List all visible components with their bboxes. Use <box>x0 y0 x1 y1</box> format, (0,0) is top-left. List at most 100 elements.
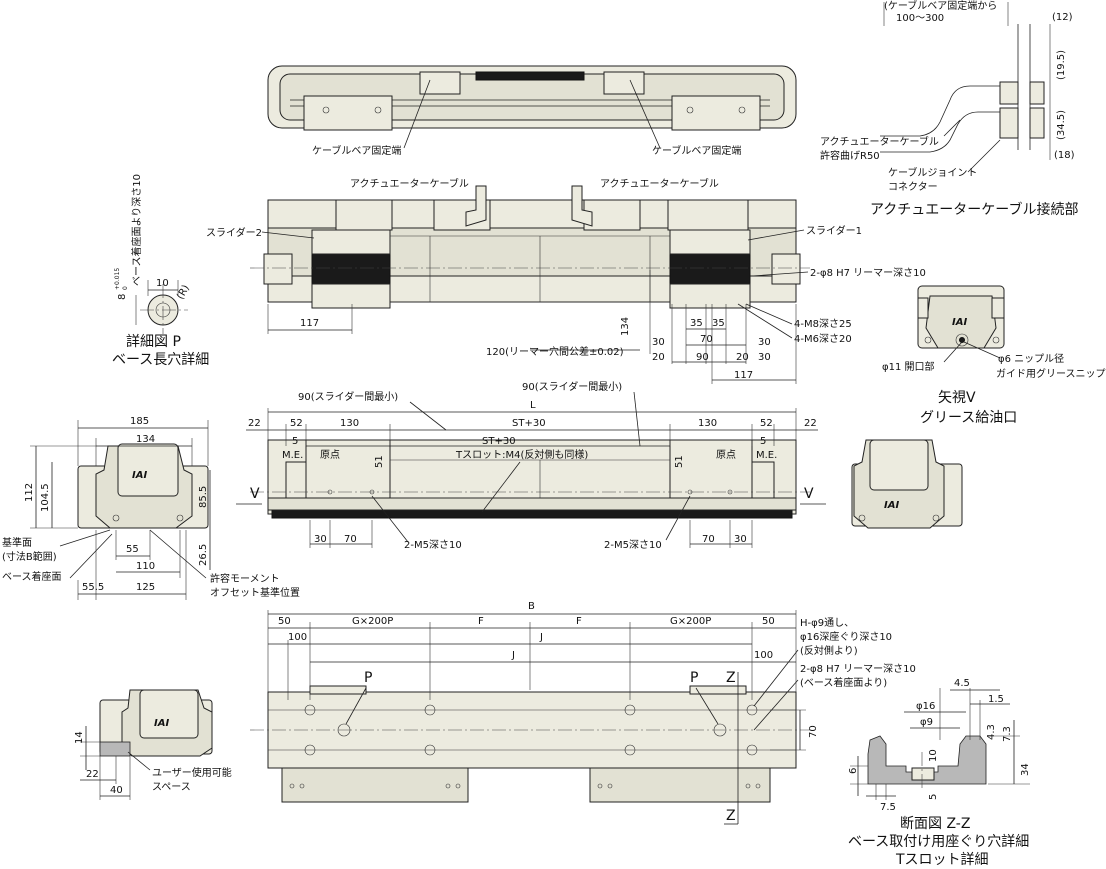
dim-130-left: 130 <box>340 418 359 429</box>
detail-p-tol-low: 0 <box>122 286 129 290</box>
connector-label: コネクター <box>888 181 938 193</box>
zz-d1-5: 1.5 <box>988 694 1004 705</box>
dim-90-plan: 90 <box>696 352 709 363</box>
zz-d6: 6 <box>848 768 859 774</box>
detail-p-d10: 10 <box>156 278 169 289</box>
view-v-title-1: 矢視V <box>938 390 976 406</box>
side-dim-85-5: 85.5 <box>198 486 209 508</box>
side-dim-104-5: 104.5 <box>40 483 51 512</box>
user-space-d40: 40 <box>110 785 123 796</box>
view-v-logo: IAI <box>952 317 967 328</box>
z-top: Z <box>726 670 736 686</box>
zz-d4-3: 4.3 <box>986 724 997 740</box>
detail-p-tol-main: 8 <box>117 294 128 300</box>
zz-d10: 10 <box>928 749 939 762</box>
dim-130-right: 130 <box>698 418 717 429</box>
ream-bottom-1: 2-φ8 H7 リーマー深さ10 <box>800 663 916 675</box>
from-fixed-end-label: (ケーブルベア固定端から <box>884 0 997 12</box>
user-space-d22: 22 <box>86 769 99 780</box>
zz-d7-5: 7.5 <box>880 802 896 813</box>
user-space-view: IAI ユーザー使用可能 スペース 14 22 40 <box>74 689 232 800</box>
z-bottom: Z <box>726 808 736 824</box>
bend-radius-label: 許容曲げR50 <box>820 149 880 162</box>
dim-gx200p-right: G×200P <box>670 616 711 627</box>
label-P-left: P <box>364 670 372 686</box>
cable-joint-label: ケーブルジョイント <box>888 166 977 179</box>
user-space-label-2: スペース <box>152 782 191 793</box>
dim-70-plan: 70 <box>700 334 713 345</box>
side-view-logo: IAI <box>132 470 147 481</box>
dim-B: B <box>528 601 535 612</box>
dim-gx200p-left: G×200P <box>352 616 393 627</box>
dim-30-bottom-right: 30 <box>734 534 747 545</box>
h9-label-2: φ16深座ぐり深さ10 <box>800 630 892 643</box>
zz-d7-3: 7.3 <box>1002 726 1013 742</box>
m5-right-label: 2-M5深さ10 <box>604 539 662 551</box>
slider-min-left: 90(スライダー間最小) <box>298 390 398 403</box>
zz-d5: 5 <box>928 794 939 800</box>
h9-label-3: (反対側より) <box>800 644 858 657</box>
dim-134-plan: 134 <box>620 317 631 336</box>
side-dim-55: 55 <box>126 544 139 555</box>
slider-1-label: スライダー1 <box>806 224 862 237</box>
top-view: ケーブルベア固定端 ケーブルベア固定端 <box>267 65 797 157</box>
from-fixed-end-range: 100～300 <box>896 13 944 24</box>
zz-d9: φ9 <box>920 717 933 728</box>
actuator-cable-label-right: アクチュエーターケーブル <box>600 177 719 190</box>
dim-70-bottom: 70 <box>808 725 819 738</box>
origin-right: 原点 <box>716 449 736 461</box>
detail-p-r: (R) <box>175 283 192 301</box>
side-dim-26-5: 26.5 <box>198 544 209 566</box>
dim-5-right: 5 <box>760 436 766 447</box>
dim-30-a: 30 <box>652 337 665 348</box>
dim-12: (12) <box>1052 12 1073 23</box>
dim-18: (18) <box>1054 150 1075 161</box>
v-arrow-left: V <box>250 486 260 502</box>
dim-22-left: 22 <box>248 418 261 429</box>
moment-label: 許容モーメント <box>210 572 280 585</box>
dim-30-b: 30 <box>758 337 771 348</box>
cable-bear-fixed-label-left: ケーブルベア固定端 <box>312 144 401 157</box>
m8-label: 4-M8深さ25 <box>794 318 852 330</box>
dim-5-left: 5 <box>292 436 298 447</box>
actuator-cable-label-left: アクチュエーターケーブル <box>350 177 469 190</box>
dim-30-c: 30 <box>758 352 771 363</box>
dim-st30-mid: ST+30 <box>482 436 516 447</box>
dim-35-a: 35 <box>690 318 703 329</box>
front-view: V V L 90(スライダー間最小) 90(スライダー間最小) 22 52 13… <box>236 380 826 551</box>
ream-bottom-2: (ベース着座面より) <box>800 676 887 689</box>
detail-p-title-1: 詳細図 P <box>126 334 181 350</box>
cable-bear-fixed-label-right: ケーブルベア固定端 <box>652 144 741 157</box>
dim-34-5: (34.5) <box>1056 110 1067 140</box>
dim-70-bottom-right: 70 <box>702 534 715 545</box>
side-dim-112: 112 <box>24 483 35 502</box>
dim-20-b: 20 <box>736 352 749 363</box>
me-right: M.E. <box>756 450 777 461</box>
dim-51-right: 51 <box>674 455 685 468</box>
end-view-logo: IAI <box>884 500 899 511</box>
dim-st30-top: ST+30 <box>512 418 546 429</box>
zz-d4-5: 4.5 <box>954 678 970 689</box>
dim-J-mid: J <box>511 650 515 661</box>
dim-F-left: F <box>478 616 484 627</box>
dim-19-5: (19.5) <box>1056 50 1067 80</box>
tslot-label: Tスロット:M4(反対側も同様) <box>455 448 588 461</box>
user-space-d14: 14 <box>74 731 85 744</box>
dim-52-right: 52 <box>760 418 773 429</box>
dim-100-left: 100 <box>288 632 307 643</box>
m6-label: 4-M6深さ20 <box>794 333 852 345</box>
side-dim-185: 185 <box>130 416 149 427</box>
user-space-label-1: ユーザー使用可能 <box>152 766 232 779</box>
dim-52-left: 52 <box>290 418 303 429</box>
side-dim-110: 110 <box>136 561 155 572</box>
detail-p-depth-note: ベース着座面より深さ10 <box>130 174 143 286</box>
section-zz-title-1: 断面図 Z-Z <box>900 816 970 832</box>
detail-p-title-2: ベース長穴詳細 <box>112 352 209 368</box>
dim-117-left: 117 <box>300 318 319 329</box>
dim-J-top: J <box>539 632 543 643</box>
dim-51-left: 51 <box>374 455 385 468</box>
dim-35-b: 35 <box>712 318 725 329</box>
offset-label: オフセット基準位置 <box>210 586 300 599</box>
cable-connection-title: アクチュエーターケーブル接続部 <box>870 201 1078 218</box>
